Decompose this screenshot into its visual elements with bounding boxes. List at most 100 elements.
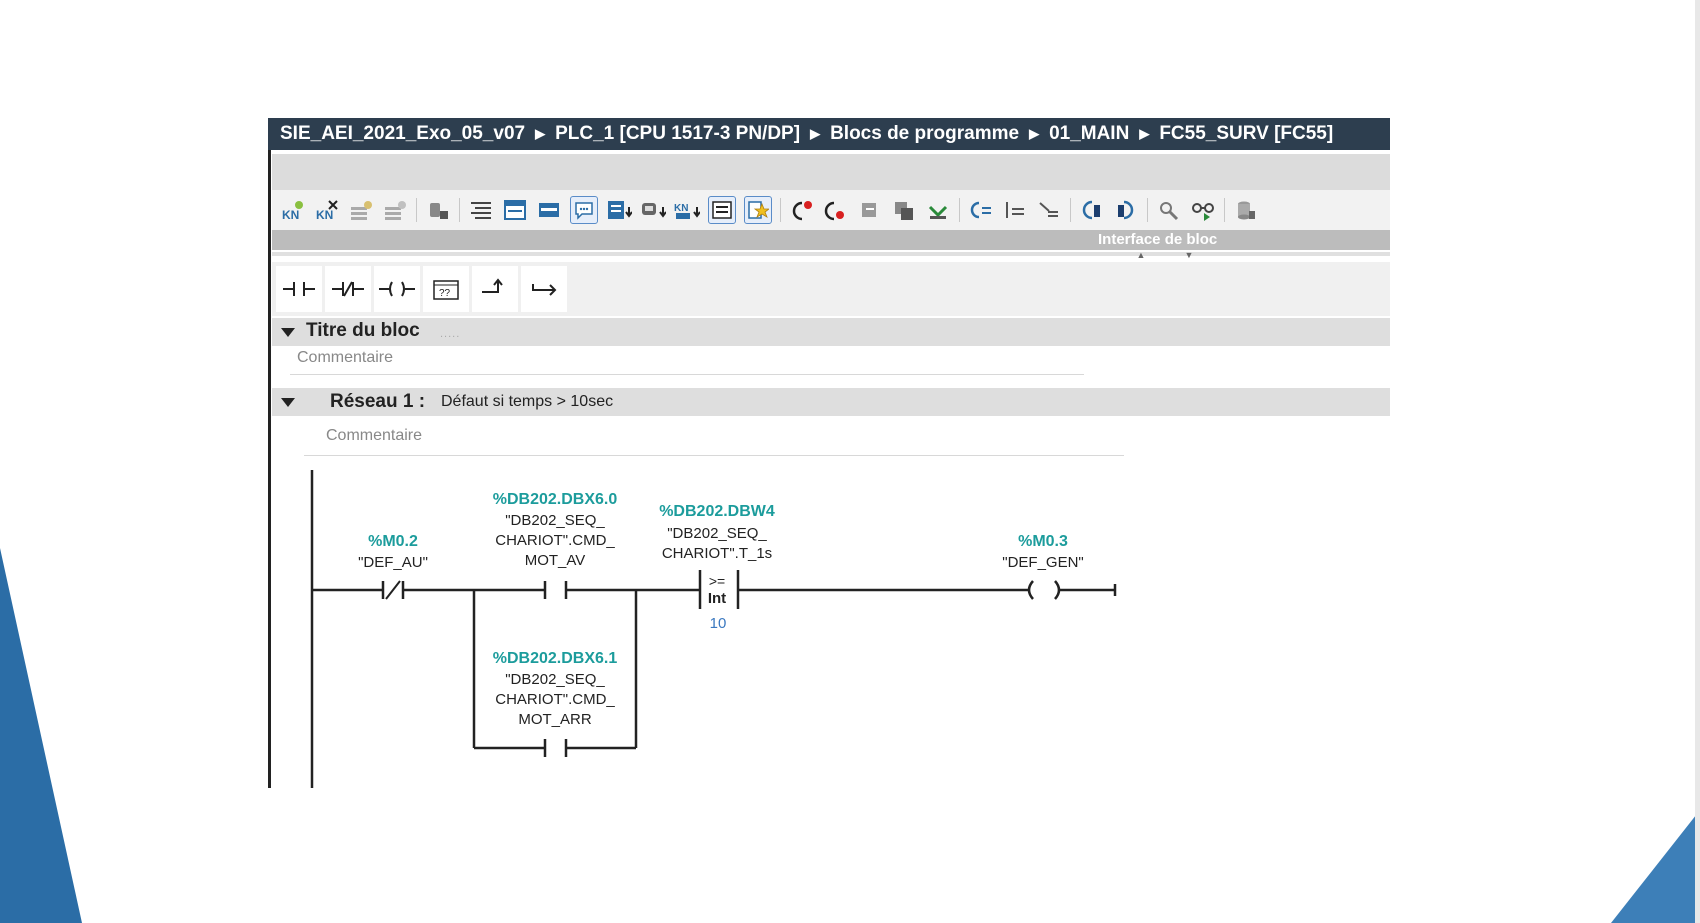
editor-left-border bbox=[268, 118, 271, 788]
forward-call-icon[interactable] bbox=[1079, 197, 1105, 223]
absolute-operands-icon[interactable] bbox=[640, 197, 666, 223]
tag-name: "DEF_AU" bbox=[358, 554, 428, 571]
divider bbox=[290, 374, 1084, 375]
tag-name-line: CHARIOT".CMD_ bbox=[495, 691, 615, 708]
svg-text:KN: KN bbox=[674, 203, 688, 214]
contact-def-au[interactable]: %M0.2 "DEF_AU" bbox=[358, 533, 428, 600]
chevron-right-icon: ▶ bbox=[1139, 126, 1150, 141]
open-all-networks-icon[interactable] bbox=[468, 197, 494, 223]
block-title[interactable]: Titre du bloc bbox=[306, 320, 420, 341]
back-call-icon[interactable] bbox=[1113, 197, 1139, 223]
tag-name-line: MOT_ARR bbox=[518, 711, 592, 728]
slide-edge bbox=[1695, 0, 1700, 923]
go-to-previous-error-icon[interactable] bbox=[789, 197, 815, 223]
tag-address: %DB202.DBW4 bbox=[659, 503, 775, 520]
show-network-icon[interactable] bbox=[536, 197, 562, 223]
svg-text:??: ?? bbox=[439, 288, 451, 299]
favorites-star-icon[interactable] bbox=[744, 196, 772, 224]
open-branch-icon[interactable] bbox=[472, 266, 518, 312]
editor-header-strip bbox=[272, 154, 1390, 190]
monitor-off-icon[interactable] bbox=[968, 197, 994, 223]
svg-text:KN: KN bbox=[316, 208, 333, 221]
contact-mot-arr[interactable]: %DB202.DBX6.1 "DB202_SEQ_ CHARIOT".CMD_ … bbox=[493, 650, 618, 757]
show-comments-icon[interactable] bbox=[570, 196, 598, 224]
database-icon[interactable] bbox=[1233, 197, 1259, 223]
coil-icon[interactable] bbox=[374, 266, 420, 312]
toolbar-separator bbox=[959, 198, 960, 222]
tag-name-line: "DB202_SEQ_ bbox=[505, 512, 605, 529]
svg-text:KN: KN bbox=[282, 208, 299, 221]
tag-name-line: CHARIOT".CMD_ bbox=[495, 532, 615, 549]
compare-type: Int bbox=[708, 590, 726, 607]
toolbar-separator bbox=[459, 198, 460, 222]
breadcrumb-item-project[interactable]: SIE_AEI_2021_Exo_05_v07 bbox=[280, 123, 526, 144]
block-title-bar bbox=[272, 318, 1390, 346]
breadcrumb: SIE_AEI_2021_Exo_05_v07 ▶ PLC_1 [CPU 151… bbox=[268, 118, 1390, 150]
tag-address: %M0.3 bbox=[1018, 533, 1068, 550]
monitor-branch-icon[interactable] bbox=[1036, 197, 1062, 223]
compare-ge-int[interactable]: >= Int %DB202.DBW4 "DB202_SEQ_ CHARIOT".… bbox=[659, 503, 775, 632]
toolbar-separator bbox=[1147, 198, 1148, 222]
tag-name-line: CHARIOT".T_1s bbox=[662, 545, 772, 562]
blue-triangle-right bbox=[1611, 810, 1700, 923]
download-icon[interactable] bbox=[925, 197, 951, 223]
network-comment[interactable]: Commentaire bbox=[326, 427, 423, 444]
tag-name-line: MOT_AV bbox=[525, 552, 586, 569]
tag-name: "DEF_GEN" bbox=[1002, 554, 1084, 571]
monitor-all-icon[interactable] bbox=[1002, 197, 1028, 223]
tag-name-line: "DB202_SEQ_ bbox=[505, 671, 605, 688]
chevron-right-icon: ▶ bbox=[810, 126, 821, 141]
collapse-caret-icon[interactable] bbox=[281, 328, 295, 337]
compare-icon[interactable] bbox=[891, 197, 917, 223]
tag-name-line: "DB202_SEQ_ bbox=[667, 525, 767, 542]
compare-operator: >= bbox=[709, 573, 725, 589]
network-header-bar bbox=[272, 388, 1390, 416]
splitter-down-icon[interactable]: ▼ bbox=[1184, 250, 1194, 260]
tag-info-icon[interactable]: KN bbox=[674, 197, 700, 223]
insert-network-icon[interactable]: KN bbox=[280, 197, 306, 223]
network-label: Réseau 1 : bbox=[330, 391, 426, 412]
tag-address: %DB202.DBX6.0 bbox=[493, 491, 618, 508]
tag-address: %DB202.DBX6.1 bbox=[493, 650, 618, 667]
toolbar-separator bbox=[780, 198, 781, 222]
collapse-caret-icon[interactable] bbox=[281, 398, 295, 407]
block-interface-label[interactable]: Interface de bloc bbox=[1098, 231, 1218, 248]
normally-open-contact-icon[interactable] bbox=[276, 266, 322, 312]
breadcrumb-item-block[interactable]: FC55_SURV [FC55] bbox=[1159, 123, 1334, 144]
chevron-right-icon: ▶ bbox=[1029, 126, 1040, 141]
contact-mot-av[interactable]: %DB202.DBX6.0 "DB202_SEQ_ CHARIOT".CMD_ … bbox=[493, 491, 618, 599]
breadcrumb-item-main[interactable]: 01_MAIN bbox=[1049, 123, 1130, 144]
normally-closed-contact-icon[interactable] bbox=[325, 266, 371, 312]
blue-triangle-left bbox=[0, 548, 82, 923]
breadcrumb-item-plc[interactable]: PLC_1 [CPU 1517-3 PN/DP] bbox=[555, 123, 801, 144]
splitter-up-icon[interactable]: ▲ bbox=[1136, 250, 1146, 260]
chevron-right-icon: ▶ bbox=[535, 126, 546, 141]
block-interface-bar[interactable] bbox=[272, 230, 1390, 250]
favorites-insert-icon[interactable] bbox=[606, 197, 632, 223]
db-call-icon[interactable] bbox=[425, 197, 451, 223]
tag-address: %M0.2 bbox=[368, 533, 418, 550]
glasses-monitor-icon[interactable] bbox=[1190, 197, 1216, 223]
append-row-icon[interactable] bbox=[382, 197, 408, 223]
delete-network-icon[interactable]: KN bbox=[314, 197, 340, 223]
close-branch-icon[interactable] bbox=[521, 266, 567, 312]
insert-row-icon[interactable] bbox=[348, 197, 374, 223]
go-to-next-error-icon[interactable] bbox=[823, 197, 849, 223]
list-view-icon[interactable] bbox=[708, 196, 736, 224]
block-comment[interactable]: Commentaire bbox=[297, 349, 394, 366]
network-title[interactable]: Défaut si temps > 10sec bbox=[441, 393, 614, 410]
interface-splitter[interactable] bbox=[272, 252, 1390, 256]
update-calls-icon[interactable] bbox=[857, 197, 883, 223]
toolbar-separator bbox=[416, 198, 417, 222]
block-title-dots: ..... bbox=[440, 328, 461, 340]
toolbar-separator bbox=[1070, 198, 1071, 222]
coil-def-gen[interactable]: %M0.3 "DEF_GEN" bbox=[1002, 533, 1084, 600]
watch-icon[interactable] bbox=[1156, 197, 1182, 223]
compare-constant: 10 bbox=[710, 615, 727, 632]
empty-box-icon[interactable]: ?? bbox=[423, 266, 469, 312]
breadcrumb-item-program-blocks[interactable]: Blocs de programme bbox=[830, 123, 1020, 144]
close-all-networks-icon[interactable] bbox=[502, 197, 528, 223]
toolbar-separator bbox=[1224, 198, 1225, 222]
